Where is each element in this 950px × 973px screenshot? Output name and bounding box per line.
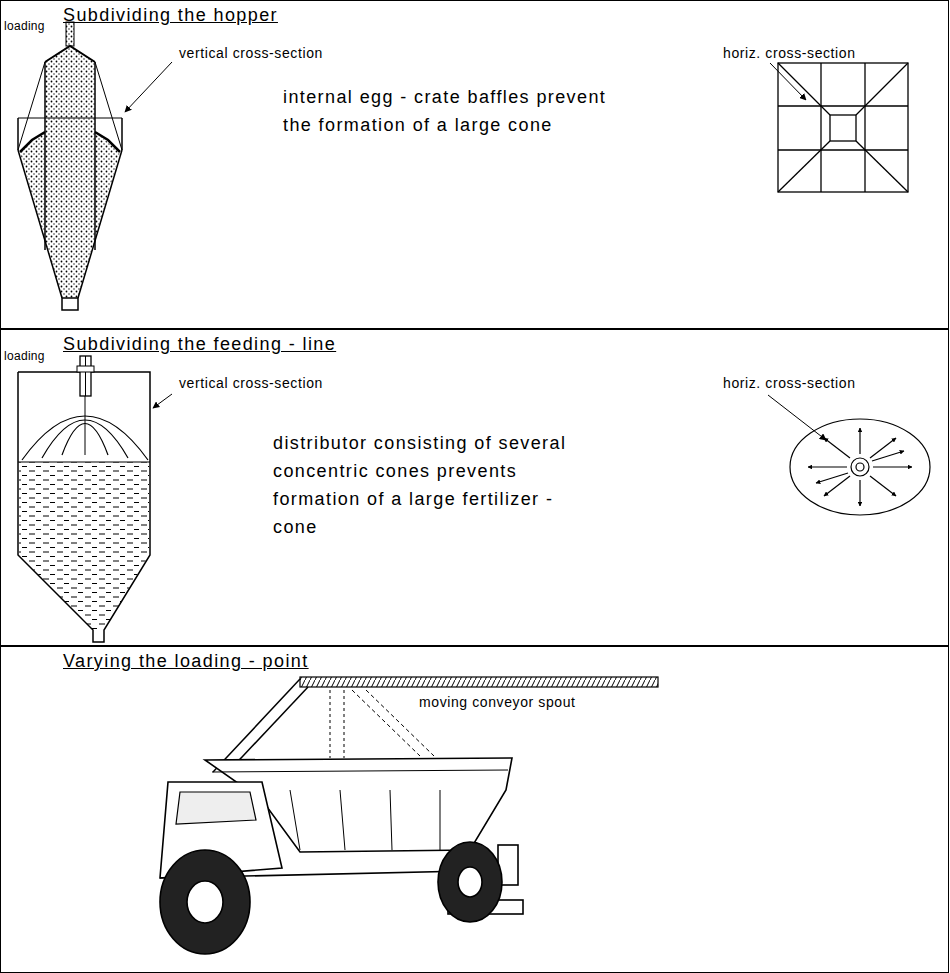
part-label: loading	[4, 349, 45, 363]
baffle-grid	[778, 63, 908, 192]
leader-line	[768, 395, 826, 440]
part-label: vertical cross-section	[179, 45, 323, 61]
panel-heading: Varying the loading - point	[63, 651, 309, 672]
panel-note: distributor consisting of several concen…	[273, 429, 583, 541]
part-label: vertical cross-section	[179, 375, 323, 391]
leader-line	[153, 394, 172, 408]
part-label: horiz. cross-section	[723, 45, 856, 61]
diagram-panel: Subdividing the hopper loading vertical cr…	[0, 0, 949, 330]
part-label: moving conveyor spout	[419, 694, 576, 710]
hopper-section	[18, 22, 122, 310]
diagram-panel: Subdividing the feeding - line loading ver…	[0, 328, 949, 647]
leader-line	[125, 62, 172, 112]
spreader-truck	[160, 758, 523, 954]
part-label: loading	[4, 19, 45, 33]
leader-line	[770, 63, 806, 100]
distributor-plan	[790, 419, 930, 515]
diagram-panel: Varying the loading - point moving convey…	[0, 645, 949, 973]
silo-section	[18, 356, 150, 642]
panel-note: internal egg - crate baffles prevent the…	[283, 83, 613, 139]
panel-heading: Subdividing the hopper	[63, 5, 278, 26]
panel-heading: Subdividing the feeding - line	[63, 334, 336, 355]
part-label: horiz. cross-section	[723, 375, 856, 391]
